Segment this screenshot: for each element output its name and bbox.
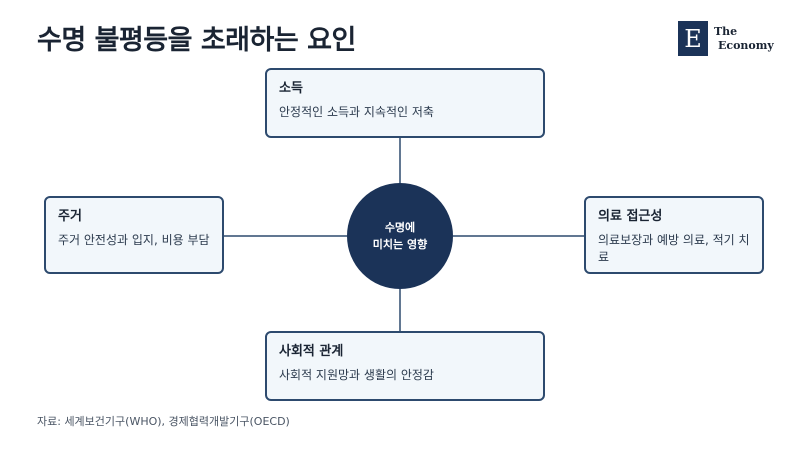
factor-title: 사회적 관계	[279, 344, 344, 359]
factor-box-housing: 주거 주거 안전성과 입지, 비용 부담	[44, 196, 224, 274]
logo-mark: E	[678, 21, 708, 56]
logo-line-economy: Economy	[718, 38, 774, 52]
factor-description: 사회적 지원망과 생활의 안정감	[279, 368, 434, 382]
center-label-line1: 수명에	[384, 221, 416, 234]
factor-title: 주거	[58, 209, 82, 224]
page-title: 수명 불평등을 초래하는 요인	[37, 25, 356, 56]
factor-box-healthcare-access: 의료 접근성 의료보장과 예방 의료, 적기 치료	[584, 196, 764, 274]
center-label-line2: 미치는 영향	[372, 238, 428, 251]
center-node: 수명에 미치는 영향	[347, 183, 453, 289]
the-economy-logo: E The Economy	[678, 21, 774, 56]
factor-box-social-relations: 사회적 관계 사회적 지원망과 생활의 안정감	[265, 331, 545, 401]
factor-title: 소득	[279, 81, 303, 96]
factor-description: 의료보장과 예방 의료, 적기 치료	[598, 233, 750, 264]
factor-box-income: 소득 안정적인 소득과 지속적인 저축	[265, 68, 545, 138]
logo-wordmark: The Economy	[714, 25, 774, 53]
factor-description: 주거 안전성과 입지, 비용 부담	[58, 233, 210, 247]
logo-line-the: The	[714, 24, 738, 38]
factor-description: 안정적인 소득과 지속적인 저축	[279, 105, 434, 119]
source-note: 자료: 세계보건기구(WHO), 경제협력개발기구(OECD)	[37, 415, 290, 428]
factor-title: 의료 접근성	[598, 209, 663, 224]
